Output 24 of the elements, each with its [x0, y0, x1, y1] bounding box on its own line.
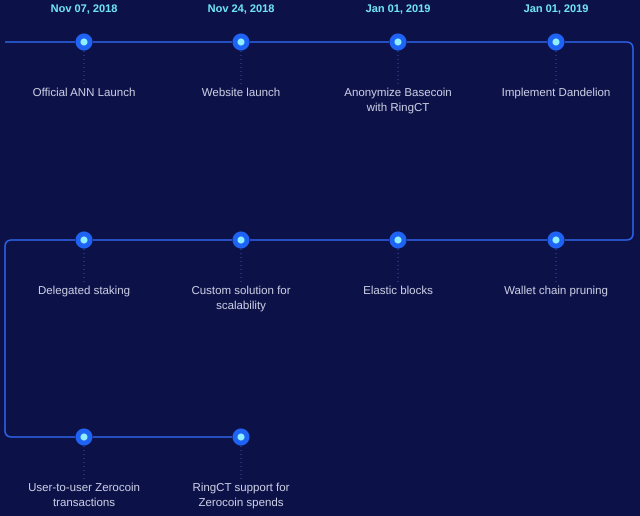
date-label: Nov 07, 2018	[50, 3, 118, 15]
date-label: Nov 24, 2018	[208, 3, 274, 15]
milestone-label: Anonymize Basecoin with RingCT	[343, 86, 453, 116]
timeline-line	[250, 239, 389, 241]
milestone-label: Elastic blocks	[362, 284, 434, 299]
milestone-label: Implement Dandelion	[500, 86, 612, 101]
timeline-line	[250, 41, 389, 43]
timeline-line	[93, 41, 232, 43]
milestone-label: User-to-user Zerocoin transactions	[27, 481, 141, 511]
milestone-label: Custom solution for scalability	[190, 284, 292, 314]
timeline-line	[93, 239, 232, 241]
date-label: Jan 01, 2019	[524, 3, 588, 15]
milestone-label: Website launch	[200, 86, 282, 101]
milestone-label: Wallet chain pruning	[503, 284, 609, 299]
date-label: Jan 01, 2019	[366, 3, 430, 15]
milestone-label: RingCT support for Zerocoin spends	[192, 481, 290, 511]
timeline-line	[5, 41, 75, 43]
timeline-line	[4, 239, 75, 438]
milestone-label: Official ANN Launch	[32, 86, 136, 101]
timeline-line	[407, 41, 547, 43]
timeline-line	[93, 436, 232, 438]
timeline-line	[565, 41, 634, 241]
milestone-label: Delegated staking	[36, 284, 132, 299]
timeline-line	[407, 239, 547, 241]
